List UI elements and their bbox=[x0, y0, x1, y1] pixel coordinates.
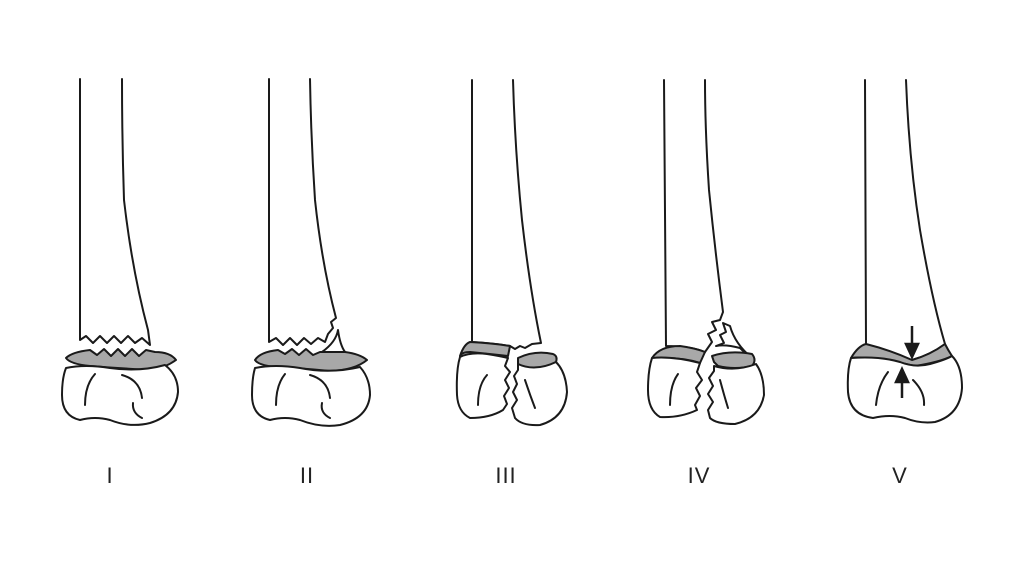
epiphysis-contour bbox=[875, 371, 889, 406]
epiphysis-contour bbox=[84, 373, 96, 406]
label-type-iv: IV bbox=[687, 463, 711, 488]
panel-type-ii bbox=[251, 78, 371, 427]
physis-left bbox=[459, 341, 511, 357]
panel-type-i bbox=[61, 78, 179, 426]
bone-shaft bbox=[471, 79, 542, 350]
bone-shaft bbox=[268, 78, 337, 346]
label-type-v: V bbox=[892, 463, 908, 488]
panel-type-iii bbox=[455, 79, 568, 427]
epiphysis-contour bbox=[719, 379, 729, 409]
epiphysis bbox=[846, 355, 963, 424]
panel-type-v bbox=[846, 79, 963, 424]
label-type-i: I bbox=[106, 463, 114, 488]
bone-shaft-left bbox=[663, 79, 724, 353]
epiphysis-left bbox=[455, 352, 511, 419]
epiphysis-right bbox=[707, 363, 765, 425]
label-type-ii: II bbox=[299, 463, 315, 488]
epiphysis-contour bbox=[912, 379, 926, 406]
epiphysis-contour bbox=[309, 374, 331, 399]
epiphysis-right bbox=[511, 361, 568, 427]
compression-arrow-down-icon bbox=[904, 326, 920, 360]
metaphyseal-epiphyseal-fragment bbox=[715, 322, 753, 359]
epiphysis-contour bbox=[275, 373, 286, 406]
bone-shaft bbox=[79, 78, 151, 346]
epiphysis-contour bbox=[524, 379, 536, 409]
epiphysis-contour bbox=[669, 373, 679, 406]
epiphysis-contour bbox=[477, 374, 488, 406]
epiphysis-contour bbox=[121, 374, 143, 399]
epiphysis-left bbox=[647, 356, 703, 419]
epiphysis bbox=[61, 364, 179, 426]
compression-arrow-up-icon bbox=[894, 366, 910, 398]
epiphysis-contour bbox=[320, 402, 331, 419]
label-type-iii: III bbox=[495, 463, 517, 488]
bone-shaft bbox=[864, 79, 946, 361]
panel-type-iv bbox=[647, 79, 765, 425]
epiphysis-contour bbox=[131, 402, 143, 419]
